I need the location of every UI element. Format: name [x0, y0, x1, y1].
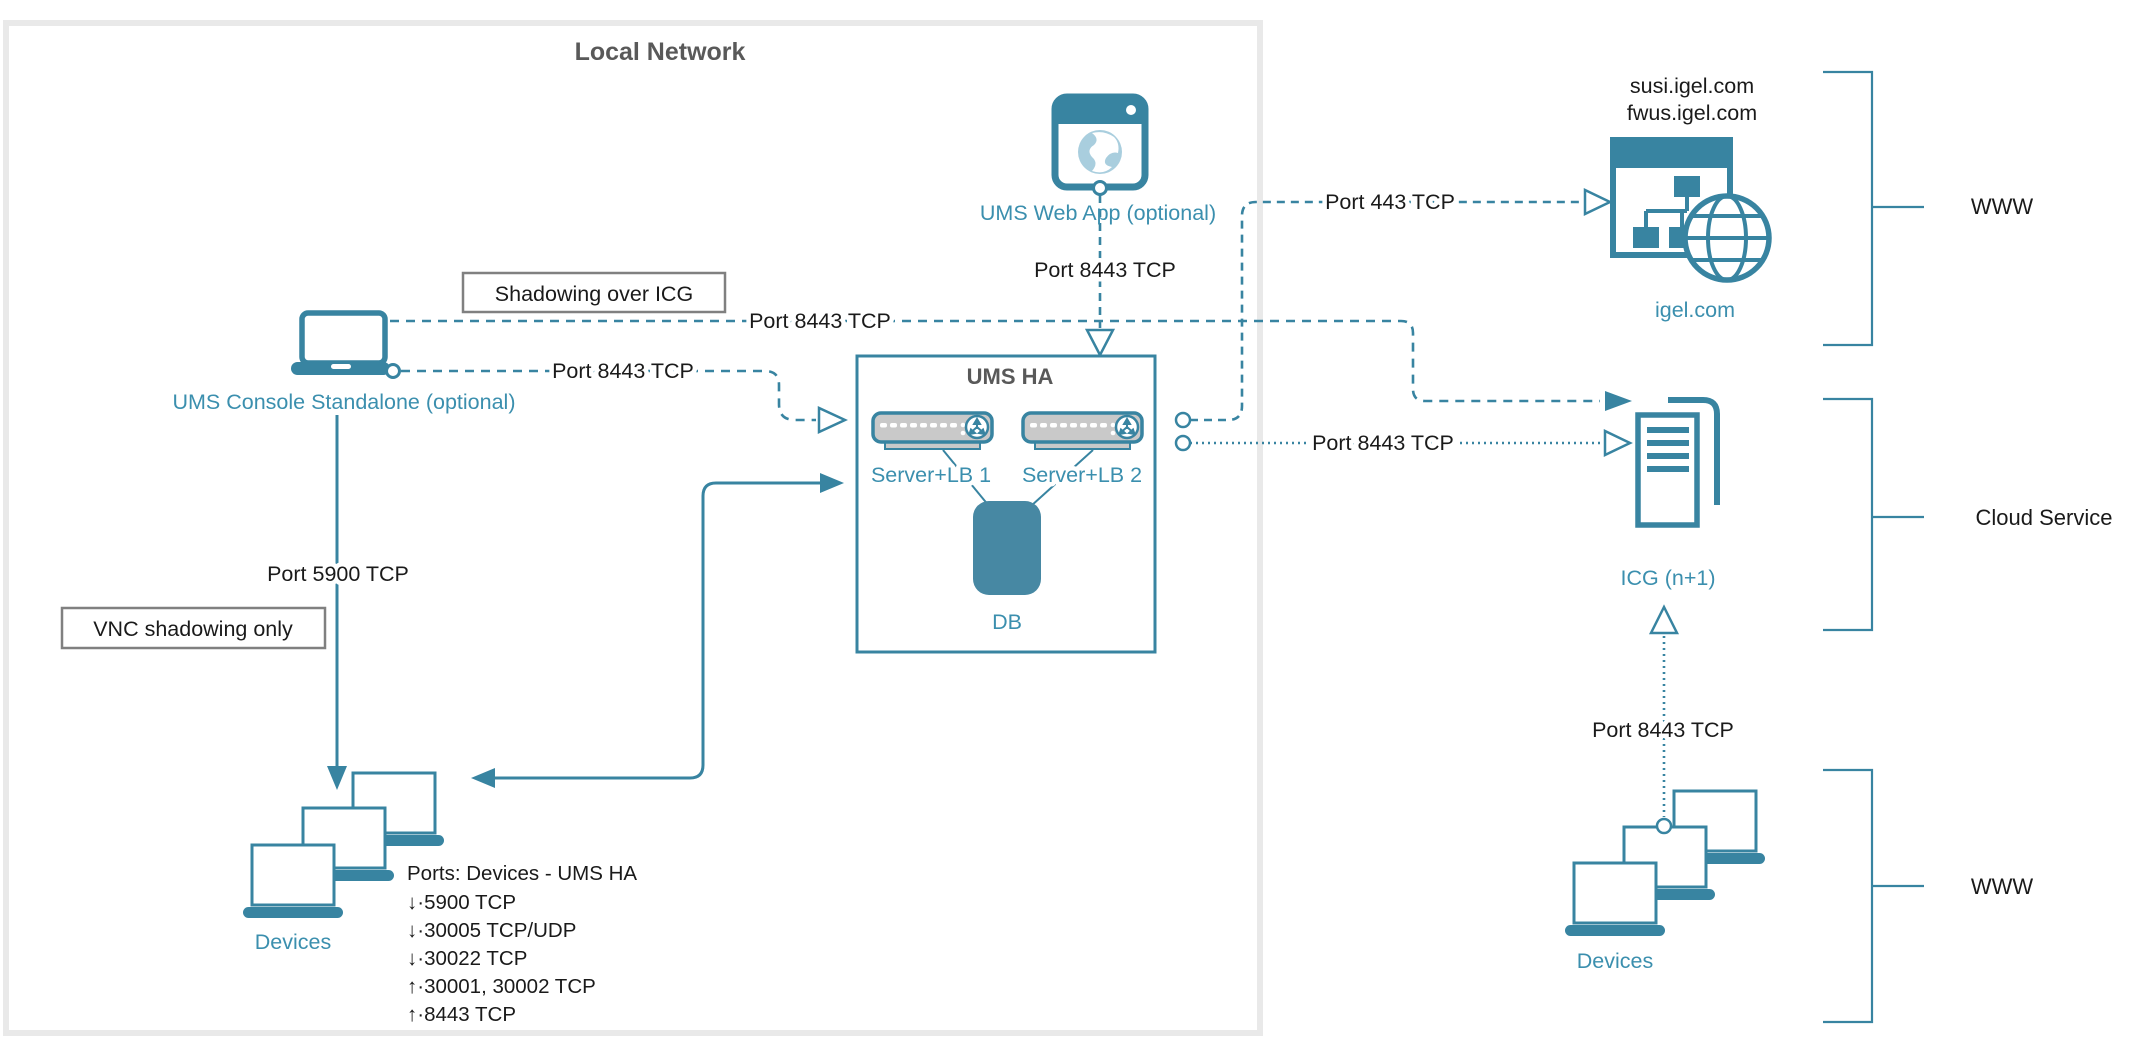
server-lb2-label: Server+LB 2 [1022, 463, 1142, 487]
edge-console-to-umsha [401, 369, 848, 434]
ports-note-item: ↑·30001, 30002 TCP [407, 975, 596, 998]
local-network-title: Local Network [575, 38, 746, 66]
shadowing-port-label: Port 8443 TCP [749, 309, 891, 333]
shadowing-note-label: Shadowing over ICG [495, 282, 693, 306]
server-lb2-icon [1021, 411, 1144, 451]
ports-note-item: ↑·8443 TCP [407, 1003, 516, 1026]
ums-ha-title: UMS HA [967, 364, 1054, 389]
devices-left-label: Devices [255, 930, 331, 954]
devices-right-group: Devices [1563, 789, 1767, 973]
arrowhead-down-icon [327, 766, 347, 790]
ums-console-group: UMS Console Standalone (optional) [172, 310, 516, 414]
cloud-service-bracket [1823, 397, 1874, 632]
devices-to-icg-port-label: Port 8443 TCP [1592, 718, 1734, 742]
server-lb1-label: Server+LB 1 [871, 463, 991, 487]
laptop-icon [241, 843, 345, 920]
ports-note: Ports: Devices - UMS HA ↓·5900 TCP ↓·300… [407, 862, 637, 1026]
vnc-note-label: VNC shadowing only [93, 617, 293, 641]
laptop-icon [1563, 861, 1667, 938]
www-bottom-bracket [1823, 768, 1874, 1024]
www-bottom-label: WWW [1971, 874, 2034, 899]
edge-umsha-to-icg [1174, 429, 1633, 457]
igel-com-group: susi.igel.com fwus.igel.com igel.com [1610, 74, 1772, 322]
arrowhead-right-icon [1605, 391, 1632, 411]
ports-note-item: ↓·30005 TCP/UDP [407, 919, 576, 942]
arrowhead-left-icon [471, 768, 495, 788]
zone-brackets [1823, 70, 1924, 1024]
ports-note-item: ↓·30022 TCP [407, 947, 527, 970]
igel-domain1-label: susi.igel.com [1630, 74, 1754, 98]
local-network-zone-box [3, 20, 1263, 1036]
www-top-label: WWW [1971, 194, 2034, 219]
open-arrowhead-up-icon [1648, 604, 1680, 635]
console-to-ums-port-label: Port 8443 TCP [552, 359, 694, 383]
open-arrowhead-down-icon [1084, 328, 1116, 358]
igel-com-label: igel.com [1655, 298, 1735, 322]
ums-to-icg-port-label: Port 8443 TCP [1312, 431, 1454, 455]
igel-domain2-label: fwus.igel.com [1627, 101, 1757, 125]
connector-circle-icon [385, 363, 401, 379]
devices-right-label: Devices [1577, 949, 1653, 973]
www-top-bracket [1823, 70, 1874, 347]
edge-devices-to-umsha [471, 473, 844, 788]
note-box [461, 271, 727, 314]
connector-circle-icon [1174, 411, 1192, 429]
open-arrowhead-right-icon [1603, 429, 1633, 457]
cloud-service-label: Cloud Service [1976, 505, 2113, 530]
shadowing-note: Shadowing over ICG [461, 271, 727, 314]
ums-to-igel-port-label: Port 443 TCP [1325, 190, 1455, 214]
arrowhead-right-icon [820, 473, 844, 493]
connector-circle-icon [1174, 434, 1192, 452]
server-lb1-icon [871, 411, 994, 451]
ports-note-title: Ports: Devices - UMS HA [407, 862, 637, 885]
edge-devices-to-icg [1648, 604, 1680, 817]
connector-circle-icon [1655, 817, 1673, 835]
database-label: DB [992, 610, 1022, 634]
webapp-to-ums-port-label: Port 8443 TCP [1034, 258, 1176, 282]
icg-group: ICG (n+1) [1621, 397, 1720, 590]
server-back-sheet-icon [1668, 397, 1720, 505]
laptop-icon [299, 310, 388, 366]
edge-webapp-to-umsha [1084, 195, 1116, 358]
globe-icon [1682, 193, 1772, 283]
ums-ha-group: UMS HA Server+LB 1 Server+LB 2 DB [855, 354, 1157, 654]
edge-console-to-devices [327, 415, 347, 790]
ums-web-app-label: UMS Web App (optional) [980, 201, 1216, 225]
open-arrowhead-right-icon [1583, 188, 1613, 216]
edge-umsha-to-igel [1174, 188, 1613, 429]
database-icon [973, 501, 1041, 595]
icg-label: ICG (n+1) [1621, 566, 1716, 590]
devices-left-group: Devices [241, 771, 446, 954]
globe-icon [1078, 130, 1122, 174]
edge-shadowing-console-to-icg [390, 319, 1632, 411]
connector-circle-icon [1092, 180, 1108, 196]
note-box [60, 606, 327, 650]
console-to-devices-port-label: Port 5900 TCP [267, 562, 409, 586]
open-arrowhead-right-icon [817, 406, 848, 434]
vnc-note: VNC shadowing only [60, 606, 327, 650]
ports-note-item: ↓·5900 TCP [407, 891, 516, 914]
ums-web-app-group: UMS Web App (optional) [980, 93, 1216, 225]
ums-console-label: UMS Console Standalone (optional) [172, 390, 515, 414]
